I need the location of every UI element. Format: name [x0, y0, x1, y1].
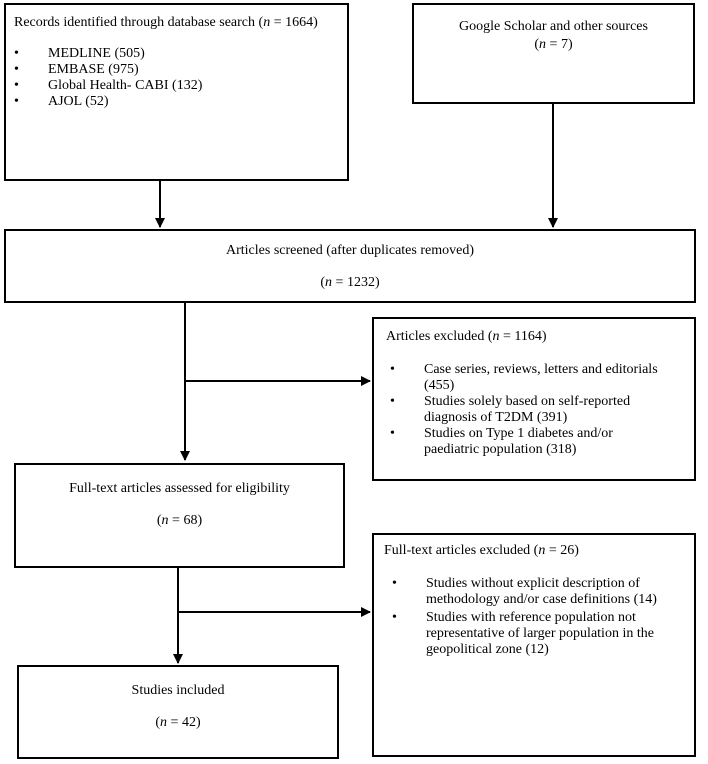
fulltext-assessed-count: (n = 68) — [156, 513, 203, 528]
exclusion-reasons-list: Case series, reviews, letters and editor… — [390, 362, 658, 458]
fulltext-excluded-box: Full-text articles excluded (n = 26) Stu… — [372, 533, 696, 757]
other-sources-count: (n = 7) — [534, 37, 573, 52]
list-item: Global Health- CABI (132) — [14, 78, 202, 94]
articles-screened-title: Articles screened (after duplicates remo… — [226, 243, 474, 258]
articles-screened-count: (n = 1232) — [320, 275, 380, 290]
fulltext-assessed-box: Full-text articles assessed for eligibil… — [14, 463, 345, 568]
list-item: Studies on Type 1 diabetes and/orpaediat… — [390, 426, 658, 458]
articles-screened-box: Articles screened (after duplicates remo… — [4, 229, 696, 303]
fulltext-exclusion-list: Studies without explicit description ofm… — [392, 576, 657, 658]
database-search-title: Records identified through database sear… — [14, 15, 318, 30]
fulltext-assessed-title: Full-text articles assessed for eligibil… — [69, 481, 290, 496]
list-item: AJOL (52) — [14, 94, 202, 110]
fulltext-excluded-title: Full-text articles excluded (n = 26) — [384, 543, 579, 558]
list-item: Studies solely based on self-reporteddia… — [390, 394, 658, 426]
list-item: Studies without explicit description ofm… — [392, 576, 657, 608]
list-item: EMBASE (975) — [14, 62, 202, 78]
database-search-box: Records identified through database sear… — [4, 3, 349, 181]
articles-excluded-box: Articles excluded (n = 1164) Case series… — [372, 317, 696, 481]
database-source-list: MEDLINE (505) EMBASE (975) Global Health… — [14, 46, 202, 110]
studies-included-count: (n = 42) — [155, 715, 201, 730]
list-item: Studies with reference population notrep… — [392, 610, 657, 658]
list-item: MEDLINE (505) — [14, 46, 202, 62]
articles-excluded-title: Articles excluded (n = 1164) — [386, 329, 547, 344]
studies-included-title: Studies included — [131, 683, 225, 698]
other-sources-box: Google Scholar and other sources (n = 7) — [412, 3, 695, 104]
studies-included-box: Studies included (n = 42) — [17, 665, 339, 759]
other-sources-title: Google Scholar and other sources — [459, 19, 648, 34]
list-item: Case series, reviews, letters and editor… — [390, 362, 658, 394]
